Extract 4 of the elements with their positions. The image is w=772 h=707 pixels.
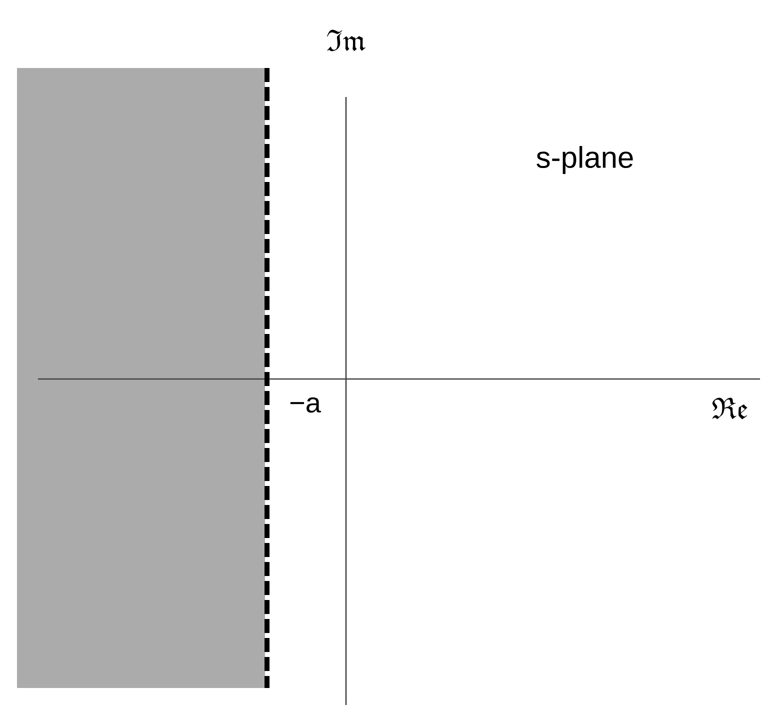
plane-label: s-plane — [536, 146, 633, 174]
axis-label: $\mathfrak{Re}$ — [712, 398, 748, 420]
axis-label: $\mathfrak{Im}$ — [327, 30, 366, 52]
tick-label: −a — [290, 397, 321, 413]
